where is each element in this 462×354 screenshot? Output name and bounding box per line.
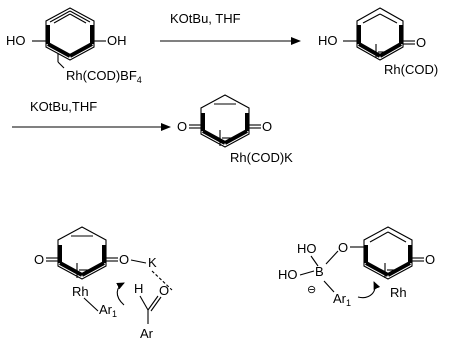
o-right-mech2-label: O xyxy=(425,252,435,267)
rh-cod-k-label: Rh(COD)K xyxy=(230,150,293,165)
mechanism-aldehyde-transition-state: O O K Rh Ar1 H O Ar xyxy=(34,226,173,341)
semiquinone-rh-complex: HO O Rh(COD) xyxy=(318,7,438,77)
reagent-label-1: KOtBu, THF xyxy=(170,11,241,26)
o-link-label: O xyxy=(338,240,348,255)
o-right-quinone-label: O xyxy=(262,119,272,134)
rh-cod-bf4-label: Rh(COD)BF4 xyxy=(66,68,142,85)
rh-cod-product-label: Rh(COD) xyxy=(384,62,438,77)
ho-left-label-mech2: HO xyxy=(278,267,298,282)
rh-mech2-label: Rh xyxy=(390,285,407,300)
o-left-quinone-label: O xyxy=(177,119,187,134)
o-right-mech1-label: O xyxy=(119,252,129,267)
boron-label: B xyxy=(315,264,324,279)
k-label: K xyxy=(148,255,157,270)
ar-label: Ar xyxy=(140,326,154,341)
reagent-label-2: KOtBu,THF xyxy=(30,99,97,114)
rh-mech1-label: Rh xyxy=(72,284,89,299)
o-product-label: O xyxy=(416,35,426,50)
oh-right-label: OH xyxy=(107,33,127,48)
ho-top-label: HO xyxy=(297,241,317,256)
mechanism-boronate-transmetalation: HO HO B O ⊖ Ar1 O Rh xyxy=(278,226,435,308)
o-aldehyde-label: O xyxy=(159,283,169,298)
quinone-rh-k-complex: O O Rh(COD)K xyxy=(177,94,293,165)
ho-product-label: HO xyxy=(318,33,338,48)
h-label: H xyxy=(134,281,143,296)
reaction-arrow-1: KOtBu, THF xyxy=(160,11,301,45)
ar1-mech2-label: Ar1 xyxy=(333,291,351,308)
hydroquinone-rh-complex: HO OH Rh(COD)BF4 xyxy=(6,7,142,85)
ar1-mech1-label: Ar1 xyxy=(99,302,117,319)
ho-left-label: HO xyxy=(6,33,26,48)
o-left-mech1-label: O xyxy=(34,252,44,267)
minus-charge: ⊖ xyxy=(307,284,316,296)
reaction-arrow-2: KOtBu,THF xyxy=(12,99,171,131)
